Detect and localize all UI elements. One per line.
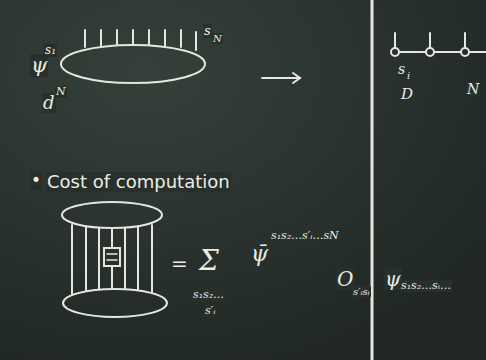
operator-indices: s′ᵢsᵢ — [352, 286, 371, 297]
tensor-indices: s₁s₂…sᵢ… — [400, 280, 452, 292]
sum-indices: s₁s₂… — [192, 289, 225, 301]
tensor-symbol: ψ — [30, 54, 48, 77]
divider-line — [371, 0, 374, 360]
index-subscript: i — [406, 70, 411, 81]
bond-dimension: D — [400, 86, 414, 103]
sum-indices: s′ᵢ — [204, 305, 216, 317]
expectation-network — [62, 202, 167, 317]
tensor-legs — [85, 30, 196, 50]
heading-note: Cost of computation — [46, 172, 231, 192]
edge-letter: N — [466, 82, 480, 97]
conjugate-tensor: ψ̄ — [250, 242, 269, 266]
index-label: s — [397, 62, 406, 77]
tensor-blob — [61, 45, 205, 83]
bullet: • — [30, 171, 42, 190]
arrow — [262, 73, 300, 83]
index-label: s₁ — [44, 44, 57, 57]
sum-symbol: Σ — [198, 246, 220, 277]
dimension-label: d — [42, 93, 56, 113]
mps-chain — [391, 33, 486, 56]
dimension-exponent: N — [55, 86, 67, 98]
equals-sign: = — [170, 252, 189, 274]
index-label: s — [203, 24, 212, 38]
tensor-indices: s₁s₂…s′ᵢ…sN — [270, 230, 340, 242]
index-subscript: N — [212, 33, 223, 44]
